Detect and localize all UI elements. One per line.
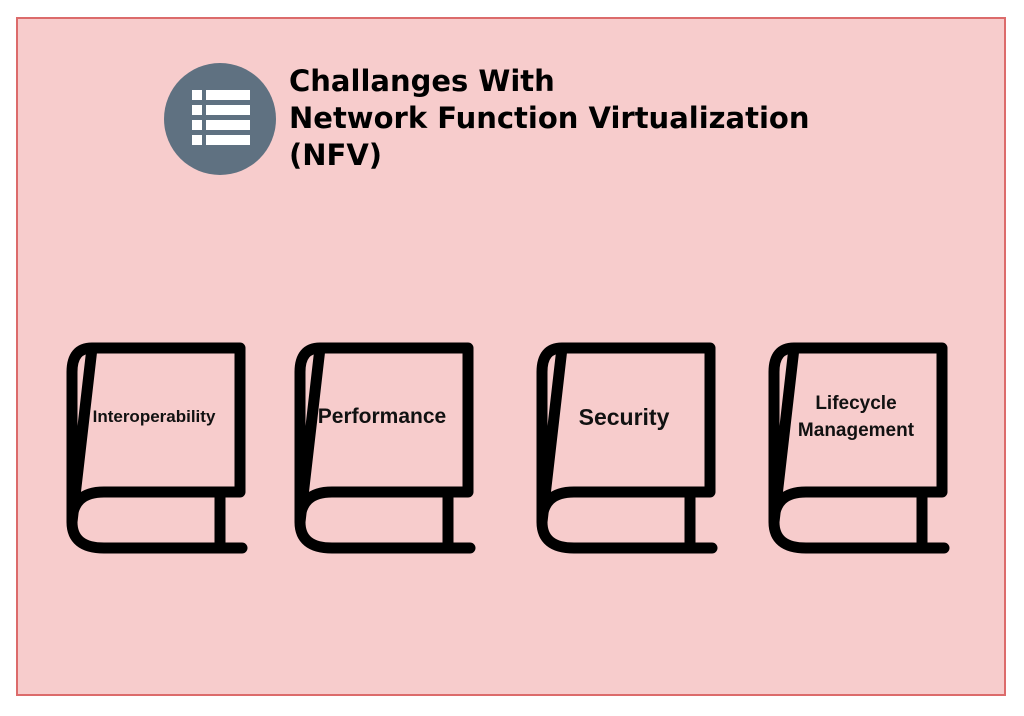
challenge-security: Security <box>532 342 718 554</box>
challenge-performance: Performance <box>290 342 476 554</box>
book-label-security: Security <box>544 342 704 492</box>
book-icon <box>294 342 476 554</box>
challenge-lifecycle-management: Lifecycle Management <box>764 342 950 554</box>
book-label-line: Lifecycle <box>815 393 897 414</box>
book-label-line: Management <box>797 420 915 441</box>
book-label-lifecycle-management: Lifecycle Management <box>776 342 936 492</box>
book-icon <box>66 342 248 554</box>
list-icon <box>164 63 276 175</box>
book-label-performance: Performance <box>302 342 462 492</box>
book-label-line: Security <box>578 403 670 430</box>
book-label-line: Performance <box>317 405 447 428</box>
book-label-line: Interoperability <box>92 407 216 426</box>
book-icon <box>768 342 950 554</box>
book-icon <box>536 342 718 554</box>
title-line-3: (NFV) <box>289 138 383 172</box>
book-label-interoperability: Interoperability <box>74 342 234 492</box>
title-line-1: Challanges With <box>289 64 555 98</box>
diagram-title: Challanges With Network Function Virtual… <box>289 63 809 174</box>
challenge-interoperability: Interoperability <box>62 342 248 554</box>
title-line-2: Network Function Virtualization <box>289 101 810 135</box>
